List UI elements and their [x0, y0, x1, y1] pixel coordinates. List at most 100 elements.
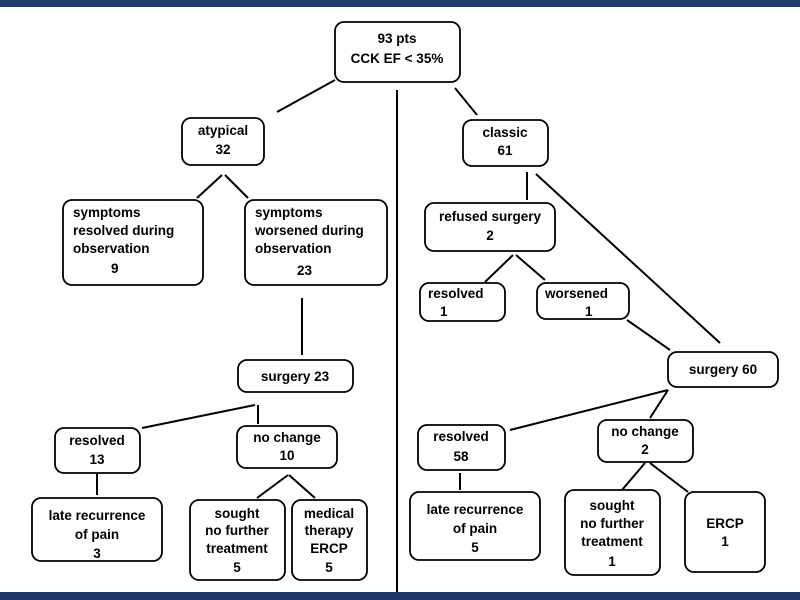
node-text-line: 61	[497, 143, 513, 158]
node-text-line: 2	[486, 228, 494, 243]
node-box	[291, 499, 368, 581]
connector-atypical-resolved	[196, 174, 223, 199]
bottom-frame-band	[0, 592, 800, 600]
node-box	[424, 202, 556, 252]
node-box	[536, 282, 630, 320]
connectors	[96, 79, 721, 592]
node-text-line: 5	[325, 560, 333, 575]
node-text-line: 3	[93, 546, 101, 561]
connector-refused-resolved	[484, 254, 514, 283]
node-text-line: atypical	[198, 123, 248, 138]
node-box	[462, 119, 549, 167]
node-box	[62, 199, 204, 286]
node-text-line: classic	[482, 125, 528, 140]
connector-refused-worsened	[515, 254, 546, 281]
connector-nochange-sought	[256, 474, 289, 499]
node-text-line: 1	[585, 304, 593, 319]
node-text-line: CCK EF < 35%	[351, 51, 444, 66]
node-box	[236, 425, 338, 469]
node-text-line: ERCP	[310, 541, 348, 556]
connector-classic-surgery-right	[535, 173, 721, 344]
connector-right-nochange-ercp	[649, 462, 689, 493]
node-atypical: atypical 32	[181, 117, 265, 166]
node-text-line: late recurrence	[49, 508, 146, 523]
node-ref-resolved: resolved 1	[419, 282, 506, 322]
node-right-ercp: ERCP 1	[684, 491, 766, 573]
node-text-line: therapy	[305, 523, 354, 538]
node-refused-surgery: refused surgery 2	[424, 202, 556, 252]
node-text-line: 10	[279, 448, 294, 463]
connector-right-nochange-sought	[621, 462, 646, 491]
node-box	[667, 351, 779, 388]
connector-nochange-medical	[288, 474, 316, 499]
node-text-line: medical	[304, 506, 354, 521]
node-text-line: worsened during	[254, 223, 364, 238]
connector-root-classic	[454, 87, 478, 116]
node-text-line: no change	[611, 424, 679, 439]
node-box	[244, 199, 388, 286]
node-box	[334, 21, 461, 83]
node-text-line: worsened	[544, 286, 608, 301]
node-surgery-right: surgery 60	[667, 351, 779, 388]
node-text-line: 58	[453, 449, 469, 464]
node-text-line: of pain	[75, 527, 119, 542]
node-box	[409, 491, 541, 561]
node-text-line: resolved	[428, 286, 484, 301]
node-box	[189, 499, 286, 581]
node-text-line: 93 pts	[377, 31, 416, 46]
node-box	[684, 491, 766, 573]
node-classic: classic 61	[462, 119, 549, 167]
node-box	[237, 359, 354, 393]
node-box	[564, 489, 661, 576]
node-box	[417, 424, 506, 471]
connector-surgery-left-resolved	[141, 404, 256, 429]
node-text-line: surgery 23	[261, 369, 330, 384]
node-box	[419, 282, 506, 322]
node-text-line: symptoms	[73, 205, 141, 220]
node-left-late: late recurrence of pain 3	[31, 497, 163, 562]
node-text-line: treatment	[581, 534, 643, 549]
node-text-line: 5	[233, 560, 241, 575]
node-text-line: of pain	[453, 521, 497, 536]
node-box	[181, 117, 265, 166]
node-text-line: observation	[255, 241, 332, 256]
node-text-line: 2	[641, 442, 649, 457]
node-text-line: 32	[215, 142, 230, 157]
node-text-line: 1	[440, 304, 448, 319]
node-surgery-left: surgery 23	[237, 359, 354, 393]
node-text-line: 1	[721, 534, 729, 549]
node-ref-worsened: worsened 1	[536, 282, 630, 320]
connector-surgery-right-nochange	[649, 389, 669, 419]
node-text-line: 9	[111, 261, 119, 276]
node-text-line: no change	[253, 430, 321, 445]
node-text-line: late recurrence	[427, 502, 524, 517]
node-text-line: surgery 60	[689, 362, 757, 377]
node-box	[54, 427, 141, 474]
node-text-line: observation	[73, 241, 150, 256]
node-text-line: no further	[580, 516, 644, 531]
node-right-nochange: no change 2	[597, 419, 694, 463]
node-box	[597, 419, 694, 463]
node-left-nochange: no change 10	[236, 425, 338, 469]
node-text-line: 1	[608, 554, 616, 569]
node-sym-resolved: symptoms resolved during observation 9	[62, 199, 204, 286]
connector-atypical-worsened	[224, 174, 249, 199]
node-text-line: resolved during	[73, 223, 174, 238]
node-text-line: refused surgery	[439, 209, 542, 224]
connector-surgery-right-resolved	[509, 389, 669, 431]
node-text-line: ERCP	[706, 516, 744, 531]
node-text-line: no further	[205, 523, 269, 538]
node-text-line: sought	[215, 506, 260, 521]
top-frame-band	[0, 0, 800, 7]
node-text-line: resolved	[69, 433, 125, 448]
